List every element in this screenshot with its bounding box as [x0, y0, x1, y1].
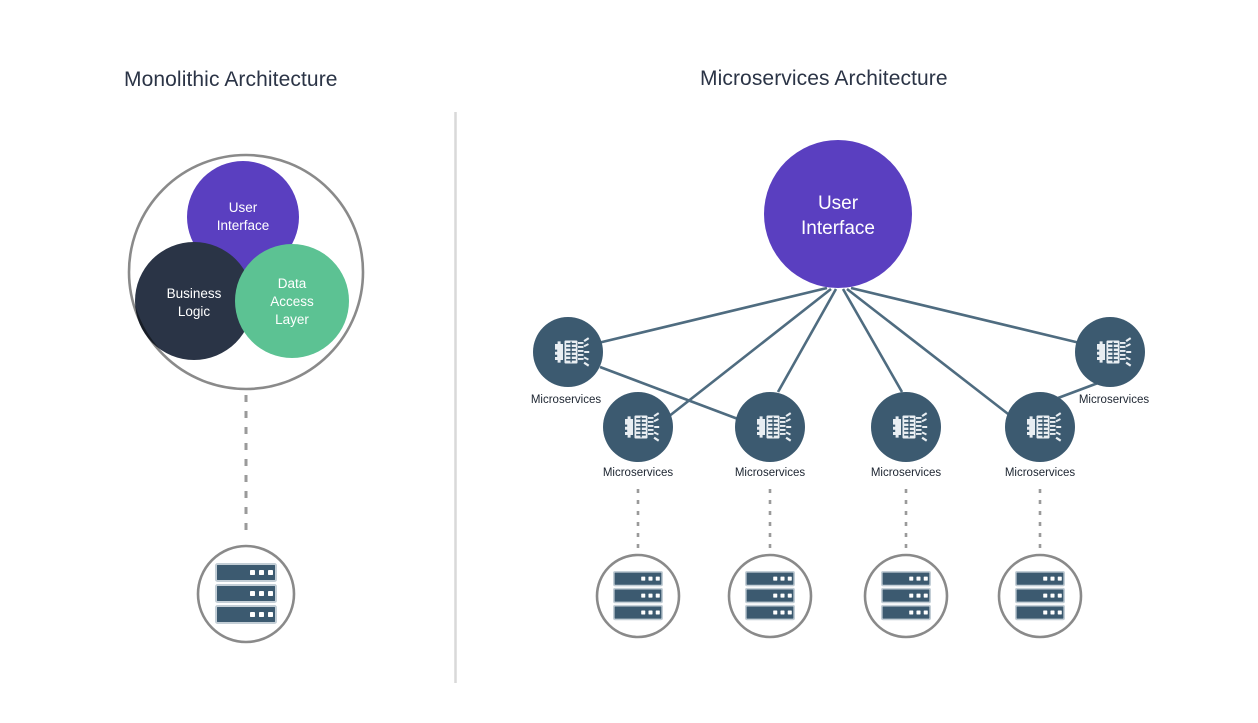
venn-circle-business-logic[interactable] — [135, 242, 253, 360]
link-ms6-ms5 — [1057, 381, 1099, 400]
link-gateway-ms1 — [597, 286, 828, 345]
venn-bl-line1: Business — [167, 286, 222, 301]
venn-ui-line1: User — [229, 200, 258, 215]
microservice-database-2[interactable] — [727, 553, 813, 639]
venn-label-business-logic: Business Logic — [167, 286, 222, 319]
microservice-node-6[interactable] — [1075, 317, 1145, 387]
server-stack-icon — [880, 571, 932, 621]
microservice-node-5[interactable] — [1005, 392, 1075, 462]
link-gateway-ms5 — [846, 287, 1013, 419]
link-gateway-ms4 — [841, 288, 904, 393]
link-gateway-ms2 — [667, 287, 832, 419]
server-stack-icon — [612, 571, 664, 621]
monolith-group: User Interface Business Logic Data Acces… — [127, 153, 365, 644]
microservice-node-2-label: Microservices — [603, 467, 674, 479]
venn-circle-data-access-layer[interactable] — [235, 244, 349, 358]
venn-dal-line1: Data — [278, 276, 307, 291]
microservices-group: User Interface Microservices Microservic… — [531, 140, 1150, 639]
monolithic-title: Monolithic Architecture — [124, 68, 338, 91]
link-ms1-ms3 — [599, 365, 739, 421]
microservices-title: Microservices Architecture — [700, 67, 948, 90]
venn-ui-line2: Interface — [217, 218, 270, 233]
microservice-node-2[interactable] — [603, 392, 673, 462]
microservice-db-connectors — [636, 489, 1042, 551]
microservice-node-4-label: Microservices — [871, 467, 942, 479]
server-stack-icon — [215, 563, 277, 624]
venn-label-user-interface: User Interface — [217, 200, 270, 233]
microservice-database-1[interactable] — [595, 553, 681, 639]
link-gateway-ms6 — [850, 286, 1081, 345]
microservice-node-3[interactable] — [735, 392, 805, 462]
server-stack-icon — [1014, 571, 1066, 621]
microservice-database-4[interactable] — [997, 553, 1083, 639]
microservice-node-6-label: Microservices — [1079, 394, 1150, 406]
user-interface-node-line1: User — [818, 193, 859, 214]
venn-dal-line3: Layer — [275, 312, 309, 327]
microservice-node-1[interactable] — [533, 317, 603, 387]
microservice-database-3[interactable] — [863, 553, 949, 639]
venn-dal-line2: Access — [270, 294, 314, 309]
venn-label-data-access-layer: Data Access Layer — [270, 276, 314, 327]
microservice-node-1-label: Microservices — [531, 394, 602, 406]
user-interface-node-line2: Interface — [801, 218, 875, 239]
microservice-node-5-label: Microservices — [1005, 467, 1076, 479]
monolith-outer-ring — [127, 153, 365, 391]
microservice-node-4[interactable] — [871, 392, 941, 462]
server-stack-icon — [744, 571, 796, 621]
venn-bl-line2: Logic — [178, 304, 211, 319]
microservice-node-3-label: Microservices — [735, 467, 806, 479]
microservice-links — [597, 286, 1099, 421]
venn-circle-user-interface[interactable] — [187, 161, 299, 273]
link-gateway-ms3 — [776, 288, 838, 393]
user-interface-node[interactable] — [764, 140, 912, 288]
